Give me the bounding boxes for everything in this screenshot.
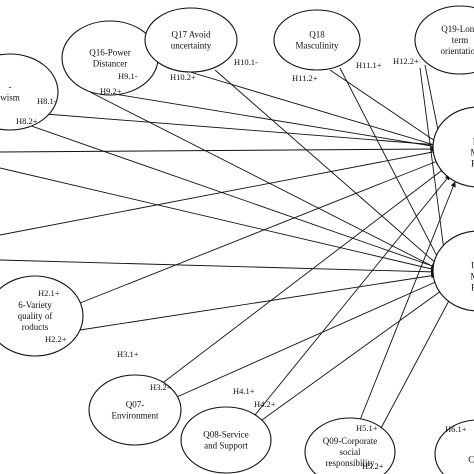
construct-ellipse: [0, 275, 84, 357]
construct-label-line: wism: [0, 93, 20, 103]
construct-label-line: Masculinity: [296, 41, 339, 51]
construct-label-line: R²=: [471, 283, 474, 293]
hypothesis-label-h3-2: H3.2+: [150, 382, 172, 392]
hypothesis-label-h12-2: H12.2+: [393, 56, 419, 66]
construct-label-line: Q16-Power: [89, 48, 131, 58]
construct-label-line: -: [9, 82, 12, 92]
construct-label-line: Mot: [470, 272, 474, 282]
path-arrow-16: [419, 67, 448, 259]
path-arrow-17: [0, 167, 437, 272]
path-arrow-19: [79, 273, 437, 331]
construct-label-line: He: [473, 137, 474, 147]
construct-ellipse: [414, 5, 474, 75]
construct-node-utilitarian: QUtilMotR²=: [432, 230, 474, 312]
construct-label-line: R²=: [471, 159, 474, 169]
hypothesis-label-h8-1: H8.1-: [37, 96, 57, 106]
construct-label-line: and Support: [204, 441, 248, 451]
path-arrow-9: [159, 167, 446, 386]
construct-ellipse: [434, 419, 474, 474]
construct-label-line: orientation: [441, 46, 474, 56]
edge-labels-layer: H8.1- H8.2+ H9.1- H9.2+ H10.1- H10.2+ H11.1+ H1…: [16, 56, 467, 471]
construct-label-line: Q19-Long: [441, 24, 474, 34]
path-arrow-2: [89, 89, 439, 149]
hypothesis-label-h3-1: H3.1+: [117, 349, 139, 359]
construct-label-line: Util: [471, 261, 474, 271]
path-arrow-11: [359, 181, 456, 421]
construct-label-line: Q08-Service: [203, 430, 248, 440]
path-arrow-20: [169, 279, 441, 401]
construct-label-line: Mot: [470, 148, 474, 158]
construct-ellipse: [180, 406, 272, 474]
construct-node-hedonic: QHeMotR²=: [432, 106, 474, 188]
construct-label-line: Q18: [309, 30, 325, 40]
construct-label-line: Q17 Avoid: [171, 30, 211, 40]
construct-ellipse: [88, 374, 182, 446]
construct-node-q19: Q19-Longtermorientation: [414, 5, 474, 75]
construct-node-conv: QConv: [434, 419, 474, 474]
construct-label-line: roducts: [22, 322, 49, 332]
hypothesis-label-h10-1: H10.1-: [234, 57, 258, 67]
path-arrow-21: [254, 287, 446, 426]
construct-label-line: Environment: [112, 411, 159, 421]
construct-label-line: responsibility: [326, 458, 375, 468]
path-arrow-1: [19, 111, 439, 148]
hypothesis-label-h2-1: H2.1+: [38, 288, 60, 298]
path-arrow-12: [19, 121, 439, 269]
construct-label-line: social: [340, 447, 361, 457]
construct-label-line: term: [452, 35, 469, 45]
path-arrow-18: [0, 259, 437, 275]
edges-layer: [0, 64, 456, 431]
hypothesis-label-h6-1: H6.1+: [445, 424, 467, 434]
hypothesis-label-h5-2: H5.2+: [362, 461, 384, 471]
hypothesis-label-h9-1: H9.1-: [118, 71, 138, 81]
construct-label-line: quality of: [18, 311, 53, 321]
hypothesis-label-h10-2: H10.2+: [170, 72, 196, 82]
construct-node-collectivism: -wism: [0, 53, 59, 131]
hypothesis-label-h9-2: H9.2+: [100, 86, 122, 96]
path-arrow-15: [339, 67, 441, 263]
construct-label-line: Q09-Corporate: [323, 436, 377, 446]
construct-ellipse: [304, 417, 396, 474]
construct-node-q07: Q07-Environment: [88, 374, 182, 446]
path-arrow-6: [0, 146, 437, 153]
path-arrow-5: [424, 64, 442, 141]
path-arrow-10: [254, 174, 451, 416]
construct-ellipse: [144, 7, 238, 73]
construct-ellipse: [273, 9, 361, 71]
path-arrow-7: [0, 149, 439, 236]
hypothesis-label-h5-1: H5.1+: [356, 423, 378, 433]
hypothesis-label-h11-2: H11.2+: [292, 73, 318, 83]
construct-label-line: 6-Variety: [18, 300, 52, 310]
construct-label-line: Conv: [468, 455, 474, 465]
construct-ellipse: [432, 106, 474, 188]
path-arrow-22: [379, 294, 453, 431]
construct-label-line: Distancer: [93, 59, 127, 69]
path-arrow-4: [329, 69, 439, 144]
path-arrow-8: [74, 159, 441, 306]
construct-ellipse: [0, 53, 59, 131]
construct-label-line: Q07-: [126, 400, 145, 410]
construct-label-line: uncertainty: [171, 41, 212, 51]
hypothesis-label-h4-1: H4.1+: [233, 386, 255, 396]
hypothesis-label-h2-2: H2.2+: [45, 334, 67, 344]
hypothesis-label-h11-1: H11.1+: [356, 60, 382, 70]
hypothesis-label-h4-2: H4.2+: [254, 399, 276, 409]
path-arrow-13: [89, 91, 437, 269]
path-arrow-14: [214, 69, 439, 266]
hypothesis-label-h8-2: H8.2+: [16, 116, 38, 126]
construct-ellipse: [432, 230, 474, 312]
